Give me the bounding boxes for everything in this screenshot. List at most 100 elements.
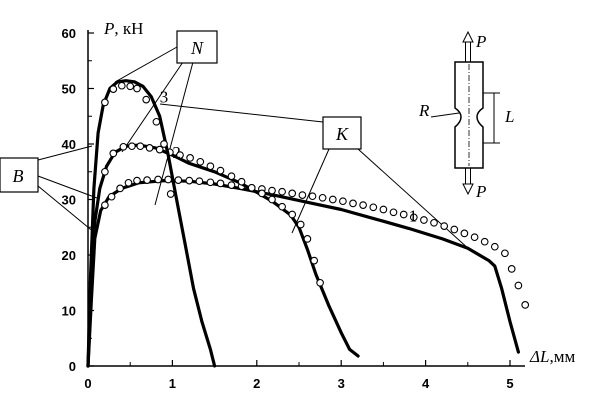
series-2-point [136, 142, 145, 151]
series-3-point [101, 98, 109, 107]
series-1-point [101, 201, 109, 209]
series-3-point [133, 84, 141, 93]
radius-label: R [418, 101, 430, 120]
y-tick-label: 10 [62, 304, 76, 319]
series-2-point [303, 235, 312, 243]
series-2-point [206, 162, 215, 171]
series-2-point [227, 172, 236, 181]
series-2-point [316, 278, 324, 287]
series-1-point [278, 187, 286, 196]
series-1-point [268, 186, 276, 195]
series-1-point [206, 178, 215, 187]
specimen-schematic [430, 30, 500, 196]
series-2-point [247, 183, 256, 192]
x-tick-label: 2 [253, 376, 260, 391]
svg-text:K: K [335, 124, 349, 144]
length-label: L [504, 107, 514, 126]
series-1-line [86, 179, 520, 368]
svg-text:B: B [13, 166, 24, 186]
series-1-point [107, 192, 116, 201]
series-3-point [166, 190, 175, 198]
series-1-point [133, 176, 141, 185]
series-1-point [480, 237, 489, 246]
x-tick-label: 3 [338, 376, 345, 391]
series-1-point [116, 184, 124, 193]
series-1-point [369, 203, 378, 212]
series-1-point [389, 208, 398, 217]
force-arrow-bottom [462, 167, 474, 196]
series-3-point [126, 82, 135, 91]
series-2-point [278, 202, 286, 211]
series-1-point [470, 233, 479, 242]
series-3-line [86, 79, 217, 368]
series-1-point [440, 222, 449, 230]
series-1-point [318, 193, 327, 202]
series-1 [86, 175, 530, 368]
series-1-point [195, 177, 204, 186]
series-1-point [174, 176, 183, 184]
force-arrow-top [462, 30, 474, 63]
label-layer: 123 [160, 87, 417, 225]
y-tick-label: 50 [62, 82, 76, 97]
series-1-point [430, 218, 438, 227]
series-1-point [450, 225, 459, 234]
series-1-point [359, 201, 367, 209]
series-1-point [185, 176, 194, 185]
leader-lines [37, 46, 471, 251]
series-1-point [308, 192, 317, 201]
series-1-point [409, 213, 418, 222]
series-1-point [460, 229, 469, 238]
series-1-point [399, 210, 408, 219]
series-2-point [216, 166, 225, 175]
curve-label-2: 2 [172, 143, 181, 162]
x-axis-title: ΔL,мм [529, 347, 575, 366]
series-1-point [514, 281, 523, 290]
series-1-point [501, 249, 509, 258]
series-layer [86, 79, 530, 368]
series-2-point [109, 149, 118, 158]
radius-leader [430, 112, 460, 118]
y-tick-label: 0 [69, 359, 76, 374]
series-2-point [155, 145, 164, 154]
x-tick-label: 1 [169, 376, 176, 391]
series-2-point [258, 189, 266, 198]
series-1-point [507, 265, 516, 273]
series-1-point [143, 176, 151, 184]
series-1-point [227, 181, 236, 189]
series-1-point [420, 216, 428, 224]
callout-box-k: K [322, 116, 362, 150]
series-1-point [521, 301, 530, 309]
callout-box-n: N [176, 30, 218, 64]
series-1-point [349, 199, 357, 208]
y-tick-label: 20 [62, 248, 76, 263]
series-2-point [310, 256, 319, 265]
series-2-point [101, 167, 109, 176]
series-1-point [124, 178, 133, 187]
y-tick-label: 40 [62, 137, 76, 152]
series-2-point [268, 195, 276, 204]
series-1-point [339, 197, 347, 206]
callout-box-b: B [0, 157, 39, 193]
series-2-point [119, 142, 128, 151]
series-3-point [152, 117, 161, 126]
series-2-point [196, 157, 205, 166]
series-2-point [176, 151, 184, 159]
svg-text:N: N [190, 38, 204, 58]
x-tick-label: 0 [84, 376, 91, 391]
series-3-point [142, 95, 151, 104]
x-tick-label: 5 [506, 376, 513, 391]
series-3 [86, 79, 217, 368]
series-1-point [379, 205, 388, 214]
series-2 [86, 142, 360, 368]
specimen-body [454, 61, 484, 169]
series-1-point [328, 195, 337, 204]
curve-label-3: 3 [160, 87, 169, 106]
series-2-point [145, 144, 154, 152]
series-2-point [128, 142, 136, 151]
series-3-point [160, 140, 168, 148]
series-3-point [117, 81, 126, 90]
y-axis-title: P, кН [103, 19, 143, 38]
series-2-line [86, 143, 360, 368]
